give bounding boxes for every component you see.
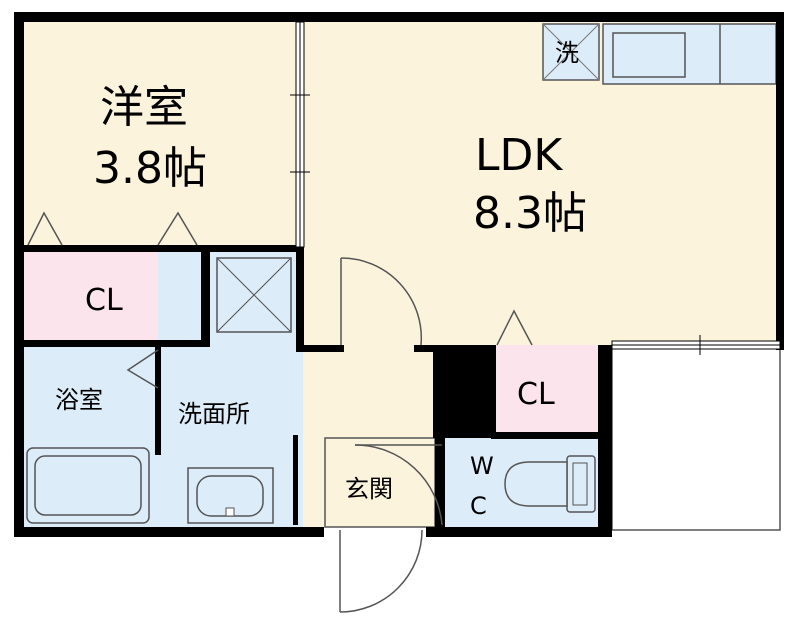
western-room-floor xyxy=(22,20,300,250)
bath-door xyxy=(126,349,159,389)
closet-doors-western xyxy=(27,211,198,246)
closet-ldk-floor xyxy=(492,345,599,433)
wc-label-c: C xyxy=(470,492,487,520)
closet-western-label: CL xyxy=(85,283,123,318)
western-room-name: 洋室 xyxy=(100,82,188,133)
bathtub xyxy=(26,447,150,524)
laundry-label: 洗 xyxy=(555,39,579,67)
kitchen-sink xyxy=(612,32,686,78)
western-room-size: 3.8帖 xyxy=(93,143,207,194)
closet-ldk-label: CL xyxy=(517,377,555,412)
closet-door-ldk xyxy=(496,309,533,346)
bath-label: 浴室 xyxy=(55,386,103,414)
ldk-name: LDK xyxy=(475,130,563,181)
wc-label-w: W xyxy=(470,452,494,480)
entrance-label: 玄関 xyxy=(345,475,393,503)
sliding-door-western xyxy=(290,21,310,248)
ldk-door xyxy=(340,257,423,346)
washroom-label: 洗面所 xyxy=(178,400,250,428)
walls xyxy=(14,12,784,537)
entrance-door xyxy=(339,529,423,613)
ldk-size: 8.3帖 xyxy=(473,188,587,239)
toilet xyxy=(504,455,596,513)
wc-door xyxy=(354,444,443,526)
balcony-area xyxy=(611,344,781,531)
sliding-door-balcony xyxy=(611,335,781,355)
